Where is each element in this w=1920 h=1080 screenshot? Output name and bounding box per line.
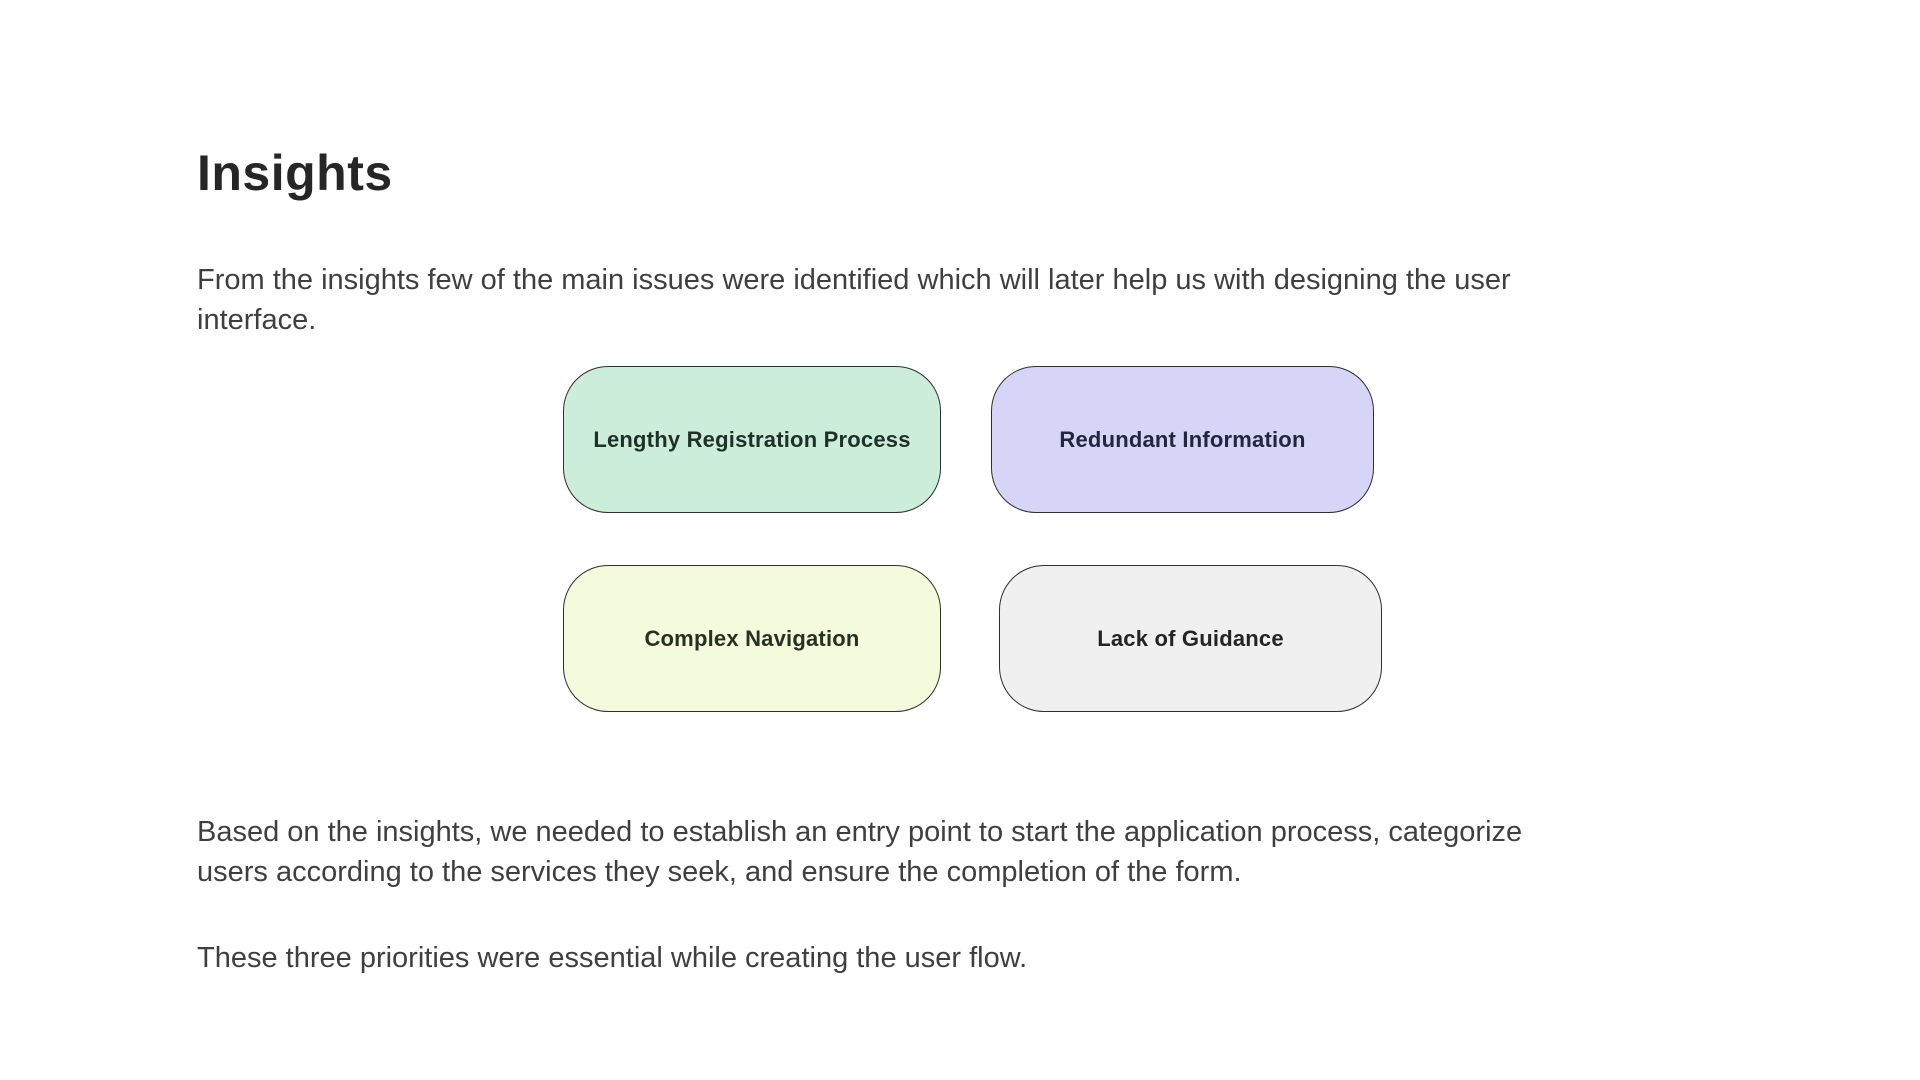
closing-paragraph: These three priorities were essential wh… [197,938,1027,978]
intro-line-1: From the insights few of the main issues… [197,264,1511,296]
intro-line-2: interface. [197,304,317,336]
issue-card-lack-of-guidance: Lack of Guidance [999,565,1382,712]
closing-line: These three priorities were essential wh… [197,942,1028,974]
summary-line-2: users according to the services they see… [197,856,1242,888]
issue-card-lengthy-registration-process: Lengthy Registration Process [563,366,941,513]
issue-card-label: Redundant Information [1059,426,1306,452]
issue-card-label: Complex Navigation [644,625,860,651]
summary-line-1: Based on the insights, we needed to esta… [197,816,1523,848]
issue-card-complex-navigation: Complex Navigation [563,565,941,712]
intro-paragraph: From the insights few of the main issues… [197,260,1511,340]
issue-card-label: Lengthy Registration Process [593,426,911,452]
issue-card-label: Lack of Guidance [1097,625,1284,651]
summary-paragraph: Based on the insights, we needed to esta… [197,812,1522,892]
page-title: Insights [197,145,393,201]
issue-cards-grid: Lengthy Registration Process Redundant I… [563,366,1383,712]
issue-card-redundant-information: Redundant Information [991,366,1374,513]
